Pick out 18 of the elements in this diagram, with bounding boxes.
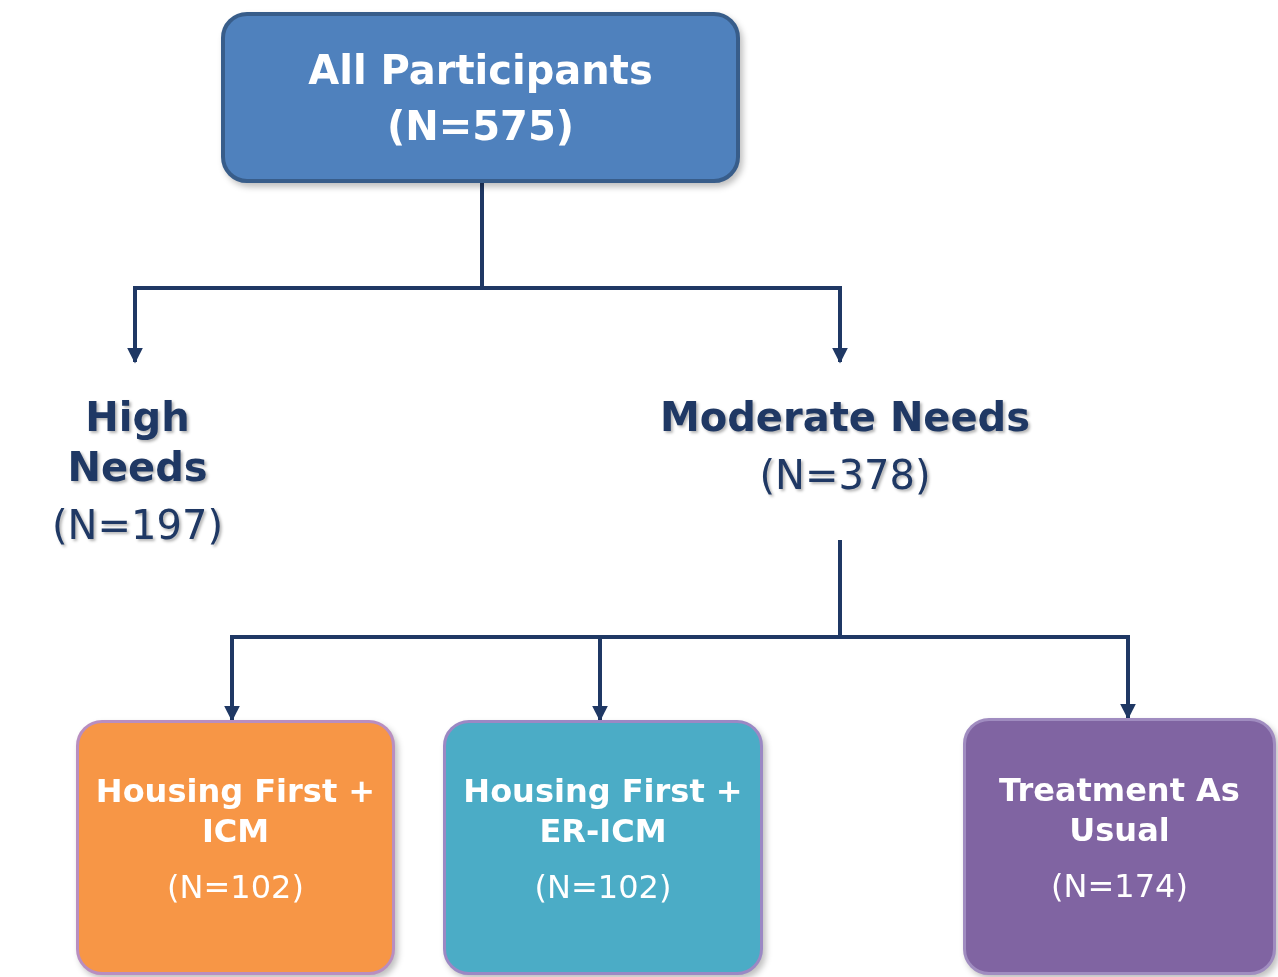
group-box [443,720,763,975]
connector-arrow [838,540,1136,720]
group-label: Housing First + ER-ICM [462,770,744,851]
group-box [963,718,1276,975]
count-label: (N=575) [386,101,575,151]
group-label: Treatment As Usual [998,769,1241,850]
group-label: All Participants [308,45,653,95]
group-label: Housing First + ICM [94,770,377,851]
group-heading: Moderate Needs [659,393,1031,442]
group-box [221,12,740,183]
connector-arrow [480,183,848,364]
count-label: (N=197) [52,501,223,550]
count-label: (N=102) [167,866,304,907]
count-label: (N=174) [1051,865,1188,906]
group-heading: High Needs [66,393,209,492]
count-label: (N=102) [534,866,672,907]
group-box [76,720,395,975]
count-label: (N=378) [759,451,931,500]
